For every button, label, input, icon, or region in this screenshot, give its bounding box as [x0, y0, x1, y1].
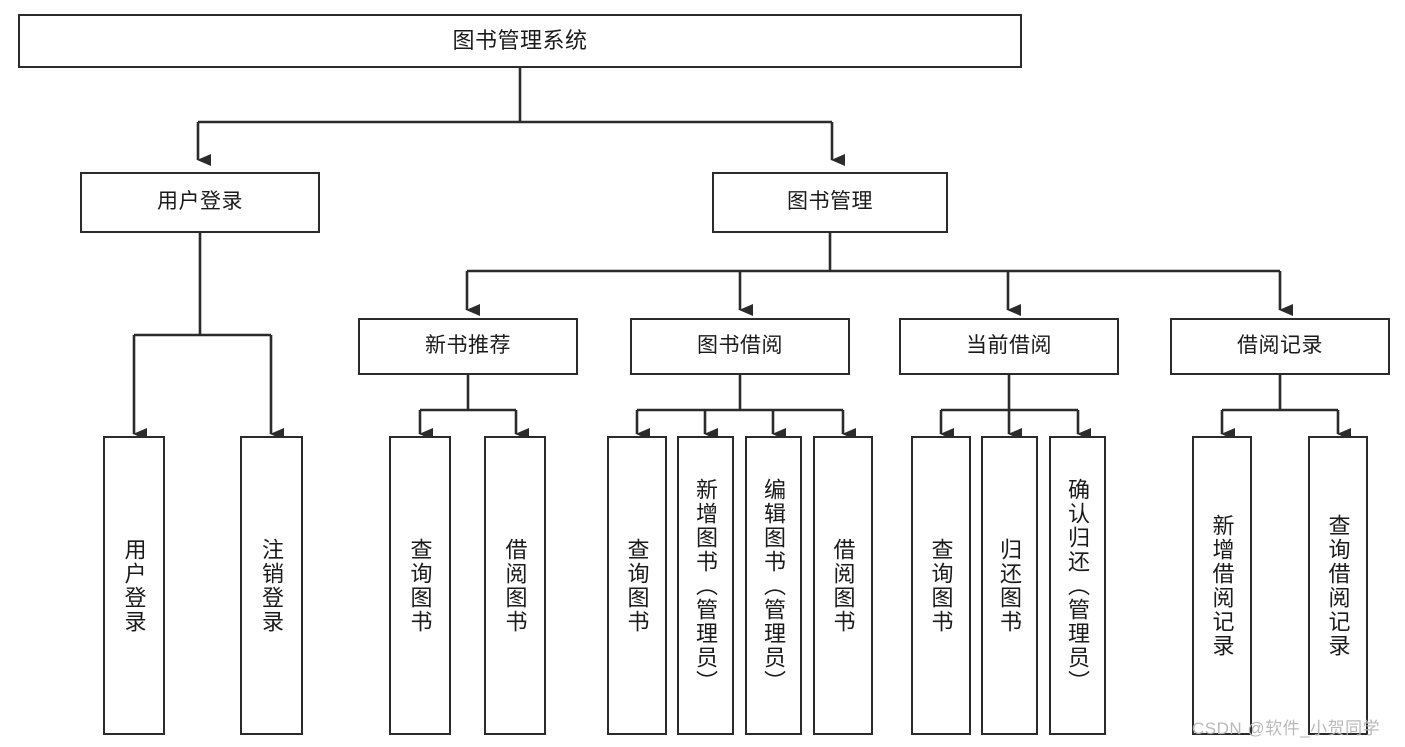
node-book-borrow[interactable]: 图书借阅 [630, 318, 850, 375]
leaf-user-login[interactable]: 用户登录 [103, 436, 165, 735]
leaf-borrow-add-book-admin[interactable]: 新增图书（管理员） [677, 436, 734, 735]
node-user-login-label: 用户登录 [157, 190, 243, 214]
leaf-user-login-label: 用户登录 [121, 537, 147, 634]
leaf-current-return-book[interactable]: 归还图书 [981, 436, 1038, 735]
leaf-borrow-edit-book-admin-label: 编辑图书（管理员） [761, 477, 787, 694]
leaf-logout[interactable]: 注销登录 [240, 436, 303, 735]
node-new-book-recommend[interactable]: 新书推荐 [358, 318, 578, 375]
node-borrow-records-label: 借阅记录 [1237, 334, 1323, 358]
leaf-borrow-add-book-admin-label: 新增图书（管理员） [693, 477, 719, 694]
node-new-book-recommend-label: 新书推荐 [425, 334, 511, 358]
leaf-current-confirm-return-admin[interactable]: 确认归还（管理员） [1049, 436, 1106, 735]
leaf-newbooks-query-book[interactable]: 查询图书 [389, 436, 451, 735]
leaf-current-confirm-return-admin-label: 确认归还（管理员） [1065, 477, 1091, 694]
leaf-records-query-record-label: 查询借阅记录 [1325, 513, 1351, 658]
leaf-borrow-query-book-label: 查询图书 [624, 537, 650, 634]
csdn-watermark: CSDN @软件_小贺同学 [1192, 719, 1381, 738]
leaf-borrow-edit-book-admin[interactable]: 编辑图书（管理员） [745, 436, 802, 735]
leaf-borrow-query-book[interactable]: 查询图书 [607, 436, 667, 735]
leaf-logout-label: 注销登录 [259, 537, 285, 634]
leaf-newbooks-borrow-book-label: 借阅图书 [502, 537, 528, 634]
leaf-records-add-record[interactable]: 新增借阅记录 [1192, 436, 1252, 735]
leaf-current-query-book-label: 查询图书 [928, 537, 954, 634]
leaf-records-add-record-label: 新增借阅记录 [1209, 513, 1235, 658]
leaf-current-query-book[interactable]: 查询图书 [911, 436, 971, 735]
node-book-management[interactable]: 图书管理 [712, 172, 948, 233]
node-user-login[interactable]: 用户登录 [80, 172, 320, 233]
leaf-borrow-borrow-book-label: 借阅图书 [830, 537, 856, 634]
node-book-borrow-label: 图书借阅 [697, 334, 783, 358]
node-book-management-label: 图书管理 [787, 190, 873, 214]
node-borrow-records[interactable]: 借阅记录 [1170, 318, 1390, 375]
leaf-borrow-borrow-book[interactable]: 借阅图书 [813, 436, 873, 735]
node-root-label: 图书管理系统 [452, 28, 588, 54]
node-current-borrow[interactable]: 当前借阅 [899, 318, 1119, 375]
leaf-records-query-record[interactable]: 查询借阅记录 [1308, 436, 1368, 735]
node-current-borrow-label: 当前借阅 [966, 334, 1052, 358]
node-root[interactable]: 图书管理系统 [18, 14, 1022, 68]
leaf-newbooks-borrow-book[interactable]: 借阅图书 [484, 436, 546, 735]
leaf-newbooks-query-book-label: 查询图书 [407, 537, 433, 634]
leaf-current-return-book-label: 归还图书 [997, 537, 1023, 634]
